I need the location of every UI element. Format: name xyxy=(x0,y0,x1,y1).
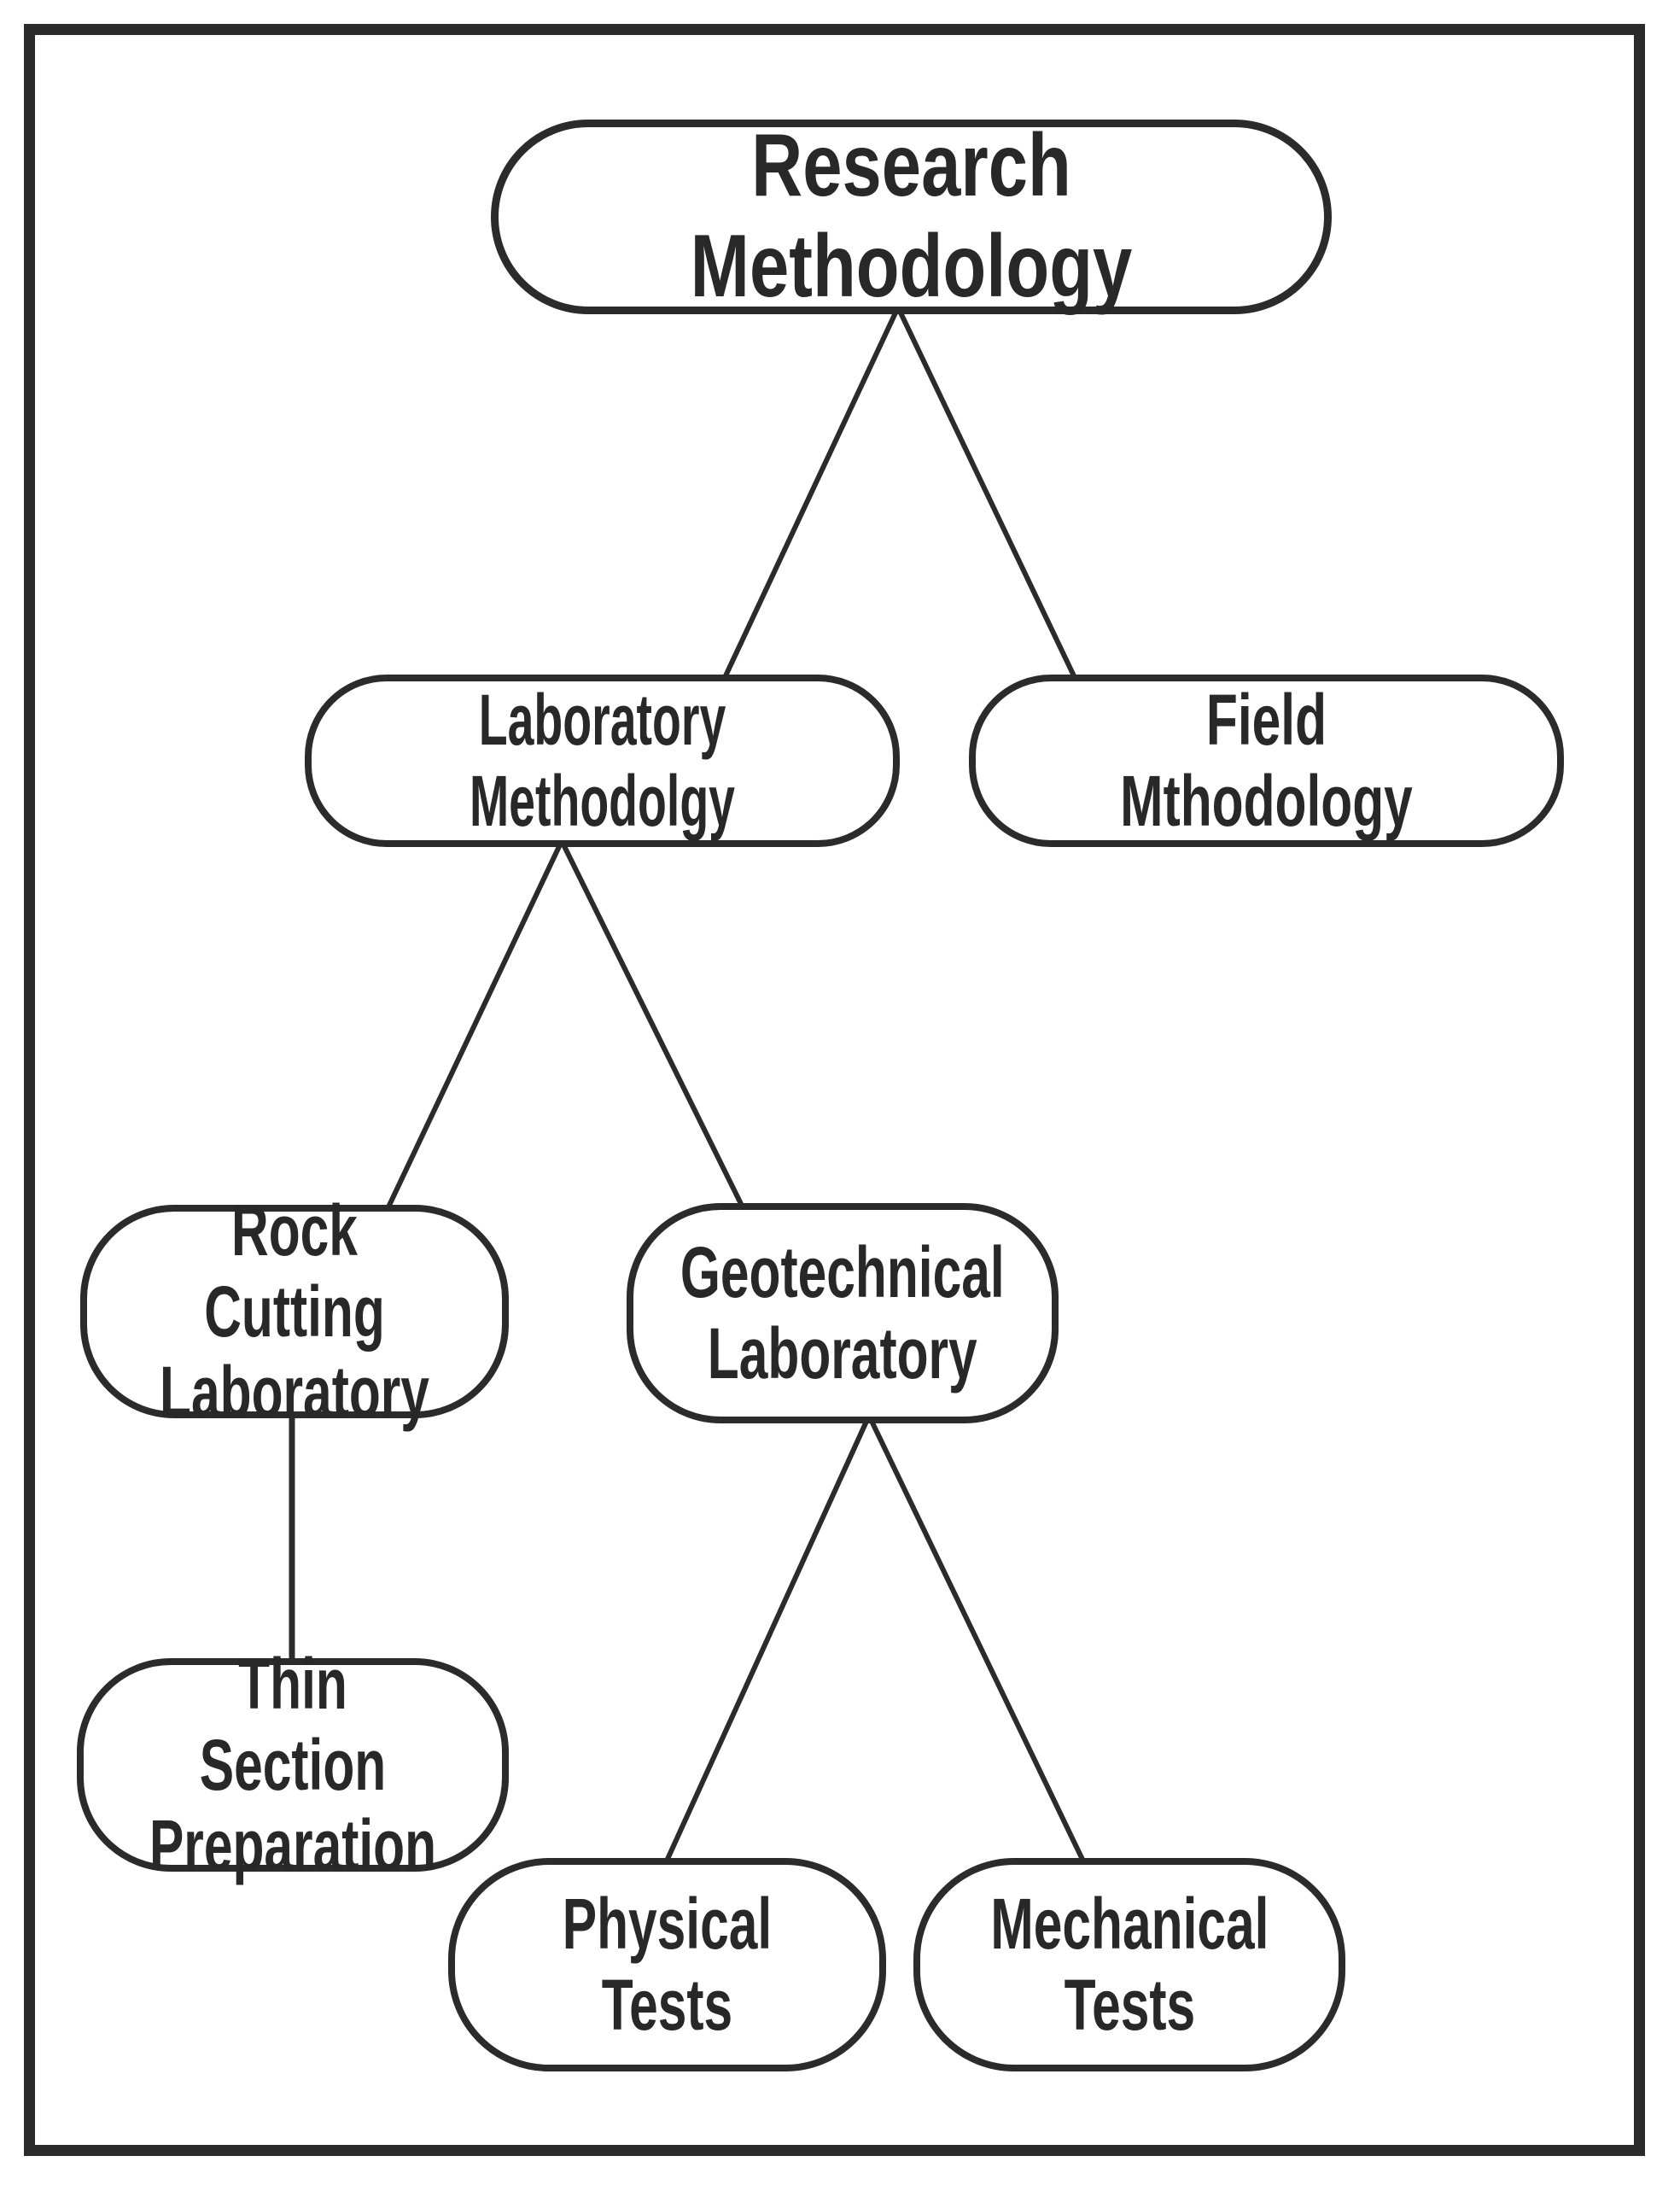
node-field-methodology: Field Mthodology xyxy=(969,675,1564,847)
node-thin-section-preparation: Thin Section Preparation xyxy=(77,1644,509,1885)
node-rock-cutting-laboratory-label: Rock Cutting Laboratory xyxy=(160,1189,429,1433)
node-field-methodology-label: Field Mthodology xyxy=(1120,680,1413,841)
edge-geo-physical xyxy=(662,1413,872,1869)
node-mechanical-tests-label: Mechanical Tests xyxy=(989,1884,1269,2045)
edge-laboratory-geo xyxy=(559,838,747,1213)
node-thin-section-preparation-label: Thin Section Preparation xyxy=(149,1643,437,1886)
node-physical-tests-label: Physical Tests xyxy=(562,1884,773,2045)
node-research-label: Research Methodology xyxy=(690,116,1133,316)
node-laboratory-methodology-label: Laboratory Methodolgy xyxy=(469,680,736,841)
node-mechanical-tests: Mechanical Tests xyxy=(913,1858,1345,2071)
edge-research-field xyxy=(895,305,1080,686)
node-geotechnical-laboratory-label: Geotechnical Laboratory xyxy=(680,1232,1005,1393)
edge-research-laboratory xyxy=(720,305,901,686)
edge-geo-mechanical xyxy=(866,1413,1088,1869)
node-research: Research Methodology xyxy=(491,116,1332,316)
node-physical-tests: Physical Tests xyxy=(448,1858,886,2071)
edge-laboratory-rock xyxy=(383,838,564,1215)
node-laboratory-methodology: Laboratory Methodolgy xyxy=(305,675,900,847)
node-rock-cutting-laboratory: Rock Cutting Laboratory xyxy=(80,1190,509,1432)
node-geotechnical-laboratory: Geotechnical Laboratory xyxy=(627,1203,1059,1423)
